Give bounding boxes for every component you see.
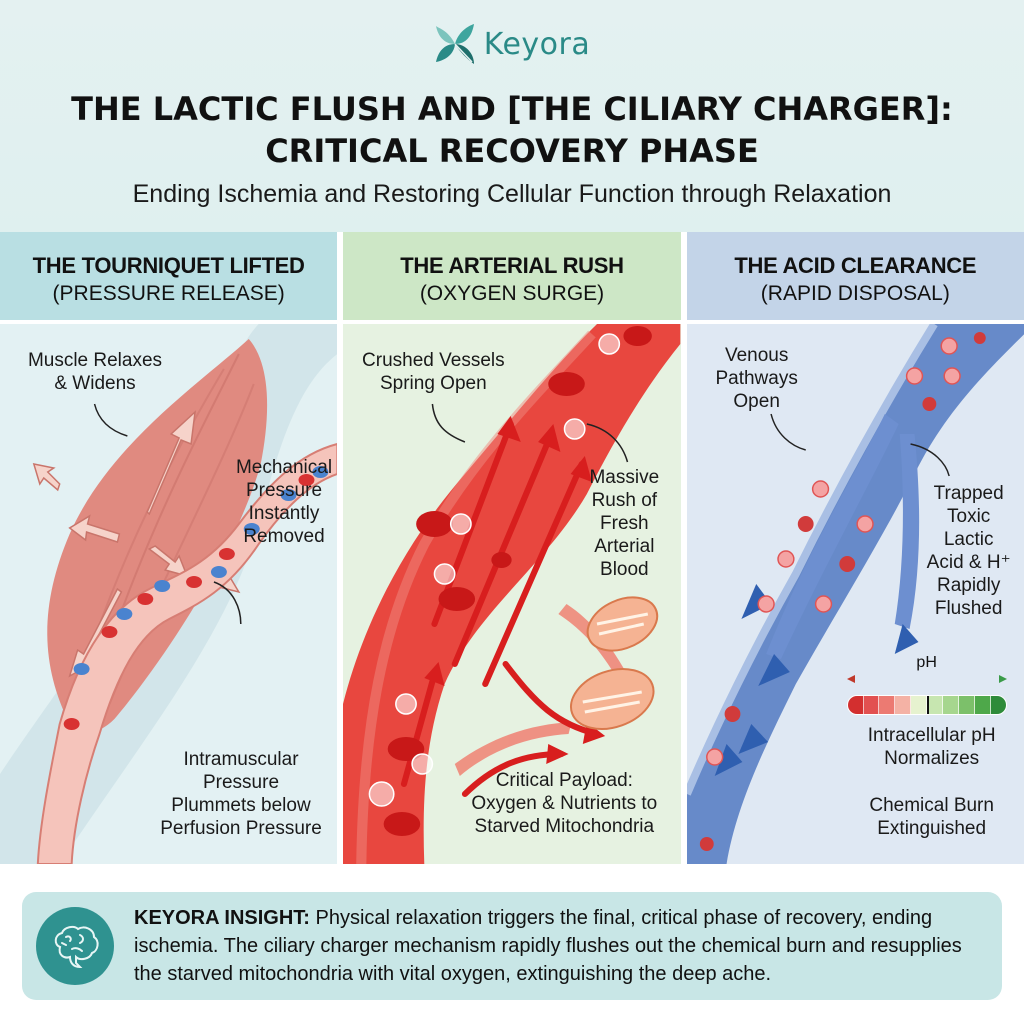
panel-title: THE ACID CLEARANCE bbox=[734, 253, 977, 278]
ph-segment bbox=[879, 696, 896, 714]
page-title: THE LACTIC FLUSH AND [THE CILIARY CHARGE… bbox=[0, 88, 1024, 172]
ph-segment bbox=[863, 696, 880, 714]
brand-name: Keyora bbox=[483, 26, 591, 62]
ph-segment bbox=[927, 696, 944, 714]
insight-heading: KEYORA INSIGHT: bbox=[134, 907, 310, 929]
panel-subtitle: (OXYGEN SURGE) bbox=[419, 282, 605, 305]
title-line-2: CRITICAL RECOVERY PHASE bbox=[265, 132, 759, 170]
phase-panels: THE TOURNIQUET LIFTED (PRESSURE RELEASE) bbox=[0, 232, 1024, 864]
panel-arterial-rush: THE ARTERIAL RUSH (OXYGEN SURGE) bbox=[343, 232, 681, 864]
ph-segment bbox=[990, 696, 1006, 714]
panel-title: THE ARTERIAL RUSH bbox=[400, 253, 624, 278]
blood-cells bbox=[63, 466, 329, 730]
page-subtitle: Ending Ischemia and Restoring Cellular F… bbox=[132, 180, 892, 208]
expansion-arrows bbox=[32, 410, 241, 678]
ph-segment bbox=[847, 696, 864, 714]
panel-tourniquet-lifted: THE TOURNIQUET LIFTED (PRESSURE RELEASE) bbox=[0, 232, 338, 864]
lactate-molecules bbox=[699, 332, 986, 851]
ph-segment bbox=[943, 696, 959, 714]
panel-header: THE ACID CLEARANCE (RAPID DISPOSAL) bbox=[686, 232, 1024, 324]
title-line-1: THE LACTIC FLUSH AND [THE CILIARY CHARGE… bbox=[71, 90, 953, 128]
artery-illustration bbox=[343, 324, 681, 864]
capillary bbox=[36, 442, 338, 864]
header: Keyora THE LACTIC FLUSH AND [THE CILIARY… bbox=[0, 0, 1024, 232]
panel-subtitle: (RAPID DISPOSAL) bbox=[760, 282, 950, 305]
ph-segment bbox=[911, 696, 928, 714]
panel-title: THE TOURNIQUET LIFTED bbox=[32, 253, 305, 278]
ph-bar bbox=[846, 695, 1007, 715]
ph-direction-arrow bbox=[846, 675, 1007, 683]
label-muscle-relaxes: Muscle Relaxes& Widens bbox=[27, 350, 163, 394]
panel-subtitle: (PRESSURE RELEASE) bbox=[52, 282, 285, 305]
ph-marker bbox=[926, 696, 929, 714]
brand-logo: Keyora bbox=[0, 22, 1024, 66]
panel-header: THE ARTERIAL RUSH (OXYGEN SURGE) bbox=[343, 232, 681, 324]
panel-header: THE TOURNIQUET LIFTED (PRESSURE RELEASE) bbox=[0, 232, 338, 324]
panel-acid-clearance: THE ACID CLEARANCE (RAPID DISPOSAL) bbox=[686, 232, 1024, 864]
brain-icon bbox=[36, 907, 114, 985]
ph-segment bbox=[895, 696, 912, 714]
ph-label: pH bbox=[916, 654, 937, 671]
ph-scale: pH bbox=[846, 654, 1007, 715]
insight-text: KEYORA INSIGHT: Physical relaxation trig… bbox=[134, 904, 1002, 988]
vein-illustration bbox=[686, 324, 1024, 864]
leaf-logo-icon bbox=[435, 24, 474, 64]
muscle-illustration bbox=[0, 324, 338, 864]
ph-segment bbox=[959, 696, 975, 714]
flow-arrows bbox=[714, 584, 919, 776]
ph-segment bbox=[974, 696, 991, 714]
mitochondria bbox=[570, 596, 659, 730]
insight-box: KEYORA INSIGHT: Physical relaxation trig… bbox=[22, 892, 1002, 1000]
red-blood-cells bbox=[383, 326, 653, 836]
oxygen-bubbles bbox=[368, 333, 621, 807]
insight-body: Physical relaxation triggers the final, … bbox=[134, 907, 962, 985]
hydrogen-ions bbox=[705, 337, 961, 766]
vein-main bbox=[686, 324, 1024, 864]
artery bbox=[343, 324, 681, 864]
vein-branch bbox=[765, 414, 899, 659]
